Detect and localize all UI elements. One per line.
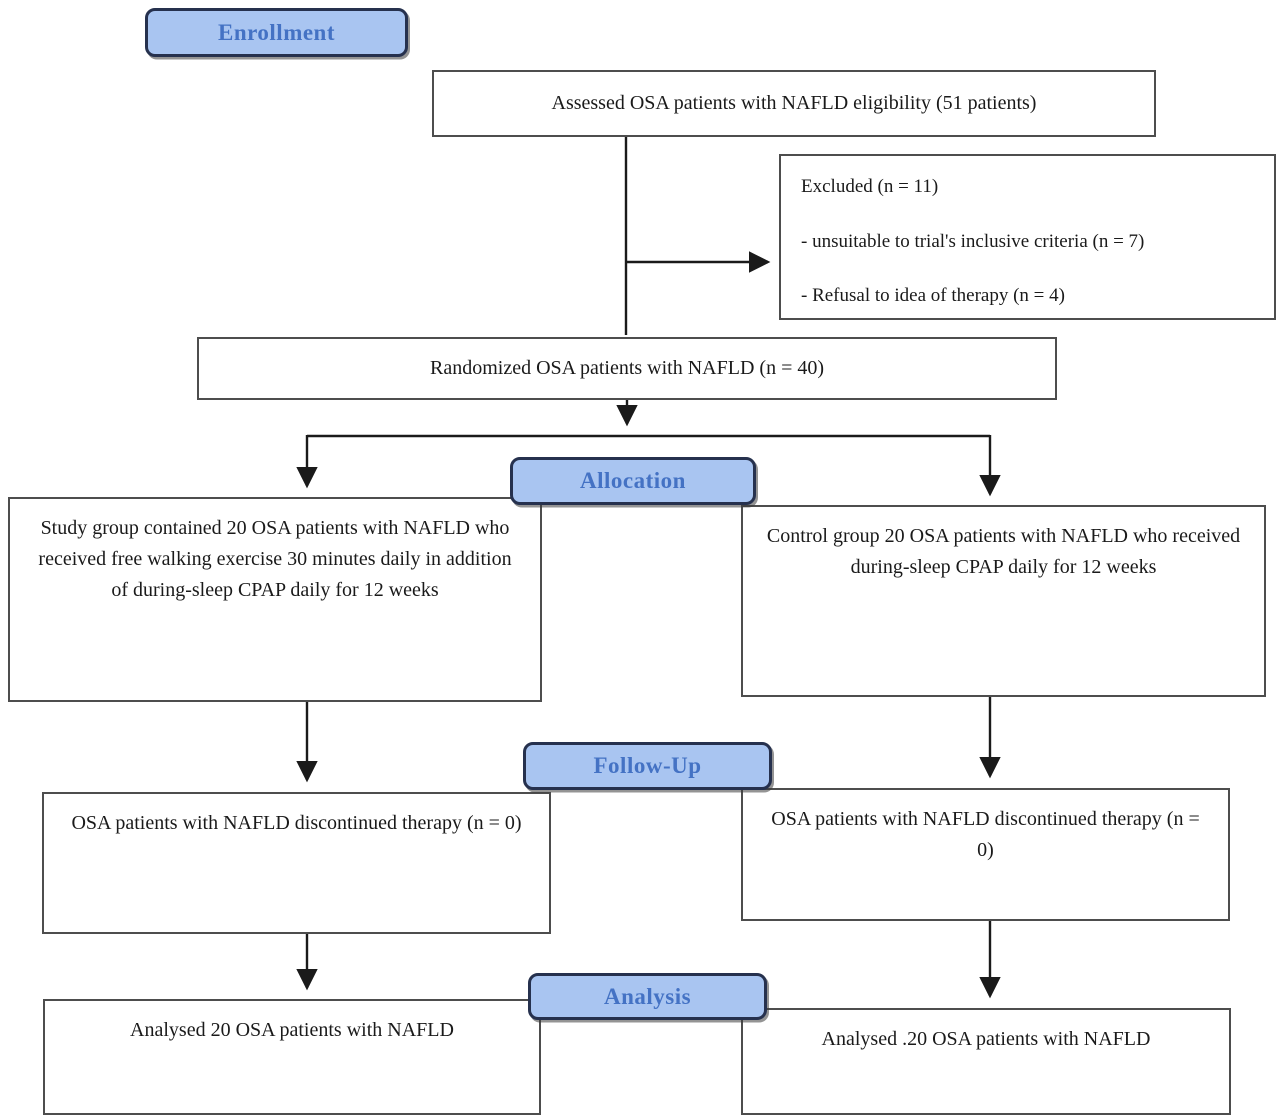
allocation-stage-badge: Allocation bbox=[510, 457, 756, 505]
control-group-text: Control group 20 OSA patients with NAFLD… bbox=[766, 525, 1241, 578]
analysis-left-text: Analysed 20 OSA patients with NAFLD bbox=[130, 1019, 454, 1041]
control-group-box: Control group 20 OSA patients with NAFLD… bbox=[741, 505, 1266, 697]
randomized-box: Randomized OSA patients with NAFLD (n = … bbox=[197, 337, 1057, 400]
assessed-box: Assessed OSA patients with NAFLD eligibi… bbox=[432, 70, 1156, 137]
analysis-right-box: Analysed .20 OSA patients with NAFLD bbox=[741, 1008, 1231, 1115]
followup-right-text: OSA patients with NAFLD discontinued the… bbox=[771, 808, 1200, 861]
excluded-title: Excluded (n = 11) bbox=[801, 176, 939, 197]
excluded-box: Excluded (n = 11) - unsuitable to trial'… bbox=[779, 154, 1276, 320]
study-group-text: Study group contained 20 OSA patients wi… bbox=[38, 517, 512, 601]
followup-right-box: OSA patients with NAFLD discontinued the… bbox=[741, 788, 1230, 921]
analysis-stage-badge: Analysis bbox=[528, 973, 767, 1020]
followup-stage-badge: Follow-Up bbox=[523, 742, 772, 790]
enrollment-stage-badge: Enrollment bbox=[145, 8, 408, 57]
analysis-left-box: Analysed 20 OSA patients with NAFLD bbox=[43, 999, 541, 1115]
assessed-text: Assessed OSA patients with NAFLD eligibi… bbox=[551, 92, 1037, 114]
randomized-text: Randomized OSA patients with NAFLD (n = … bbox=[429, 357, 825, 379]
study-group-box: Study group contained 20 OSA patients wi… bbox=[8, 497, 542, 702]
excluded-reason-1: - unsuitable to trial's inclusive criter… bbox=[801, 231, 1145, 253]
followup-left-box: OSA patients with NAFLD discontinued the… bbox=[42, 792, 551, 934]
excluded-reason-2: - Refusal to idea of therapy (n = 4) bbox=[801, 284, 1065, 306]
followup-left-text: OSA patients with NAFLD discontinued the… bbox=[71, 812, 522, 834]
analysis-right-text: Analysed .20 OSA patients with NAFLD bbox=[821, 1028, 1151, 1050]
